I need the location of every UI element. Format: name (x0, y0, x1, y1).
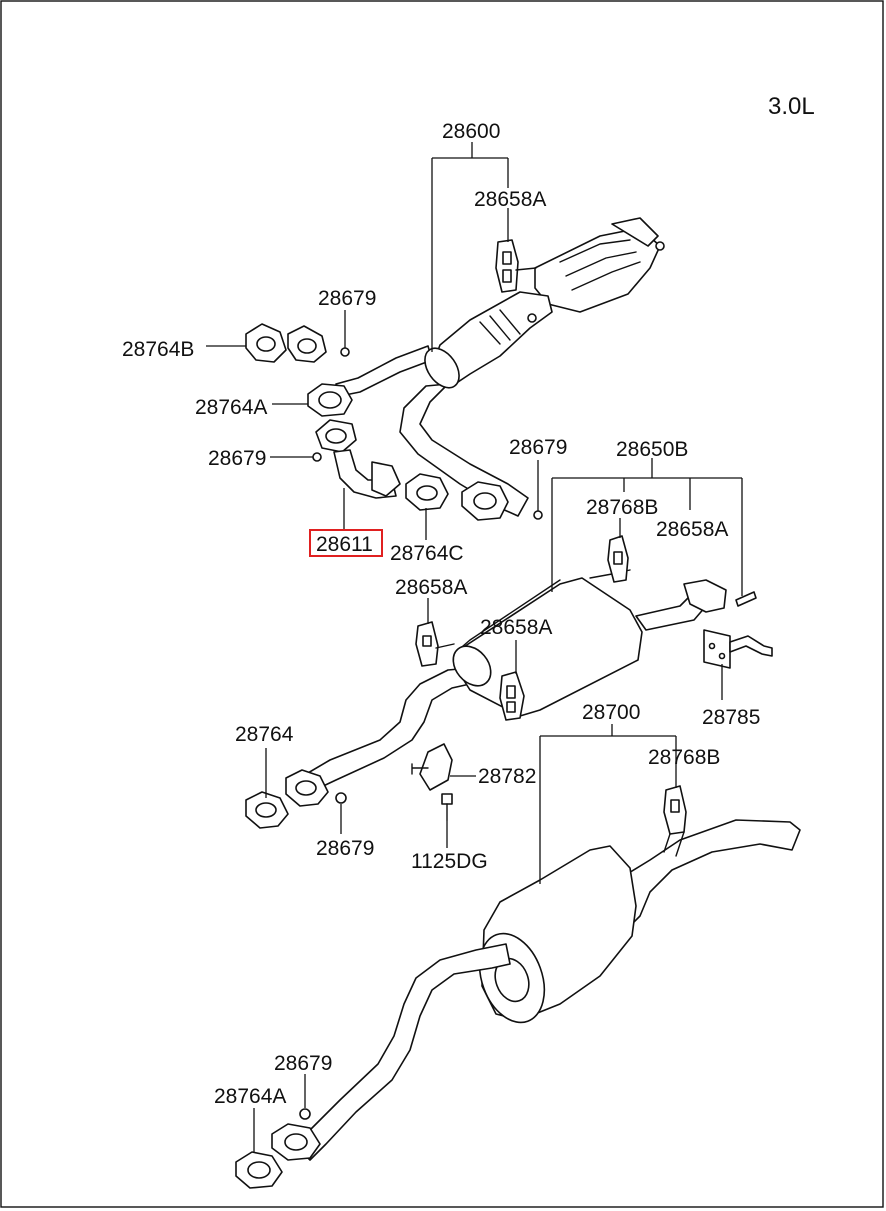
label-28679-b: 28679 (208, 447, 266, 470)
label-28611: 28611 (316, 533, 373, 556)
bracket-28782-drawing (411, 743, 453, 791)
gasket-28764C-drawing (405, 473, 509, 521)
main-muffler-drawing (295, 819, 801, 1161)
label-28658A-top: 28658A (474, 188, 546, 211)
label-28650B: 28650B (616, 438, 688, 461)
callout-labels: 28600 28658A 28679 28764B 28764A 28679 2… (122, 120, 760, 1108)
label-28600: 28600 (442, 120, 500, 143)
nut-28679-b-drawing (312, 452, 322, 462)
label-28658A-left: 28658A (395, 576, 467, 599)
rubber-hanger-left-drawing (415, 621, 455, 667)
gasket-28764A-bottom-drawing (235, 1123, 321, 1189)
label-28764: 28764 (235, 723, 294, 746)
label-28700: 28700 (582, 701, 640, 724)
label-28679-c: 28679 (509, 436, 567, 459)
nut-28679-c-drawing (533, 510, 543, 520)
bolt-1125DG-drawing (441, 793, 453, 821)
nut-28679-d-drawing (335, 792, 347, 804)
engine-label: 3.0L (768, 93, 815, 120)
label-28679-d: 28679 (316, 837, 374, 860)
gasket-28764A-top-drawing (307, 383, 353, 417)
nut-28679-a-drawing (340, 347, 350, 357)
leader-lines (206, 142, 743, 1152)
label-28764A-bottom: 28764A (214, 1085, 286, 1108)
label-28768B-mid: 28768B (586, 496, 658, 519)
pipe-28611-drawing (315, 419, 401, 499)
rubber-hanger-top-drawing (495, 239, 537, 293)
hanger-28768B-mid-drawing (607, 535, 629, 583)
label-28679-e: 28679 (274, 1052, 332, 1075)
label-28679-a: 28679 (318, 287, 376, 310)
front-pipe-catalyst-drawing (335, 217, 665, 517)
label-28764B: 28764B (122, 338, 194, 361)
bracket-28785-drawing (703, 629, 773, 669)
highlight-box-28611 (309, 529, 383, 557)
label-28785: 28785 (702, 706, 760, 729)
bolt-right-drawing (735, 591, 757, 607)
label-28768B-low: 28768B (648, 746, 720, 769)
label-28782: 28782 (478, 765, 536, 788)
label-28764A-top: 28764A (195, 396, 267, 419)
label-28658A-right: 28658A (656, 518, 728, 541)
label-28764C: 28764C (390, 542, 464, 565)
nut-28679-e-drawing (299, 1108, 311, 1120)
label-1125DG: 1125DG (411, 850, 488, 873)
gasket-28764B-drawing (245, 323, 327, 363)
hanger-28768B-low-drawing (663, 785, 687, 857)
gasket-28764-drawing (245, 769, 329, 829)
label-28658A-mid: 28658A (480, 616, 552, 639)
